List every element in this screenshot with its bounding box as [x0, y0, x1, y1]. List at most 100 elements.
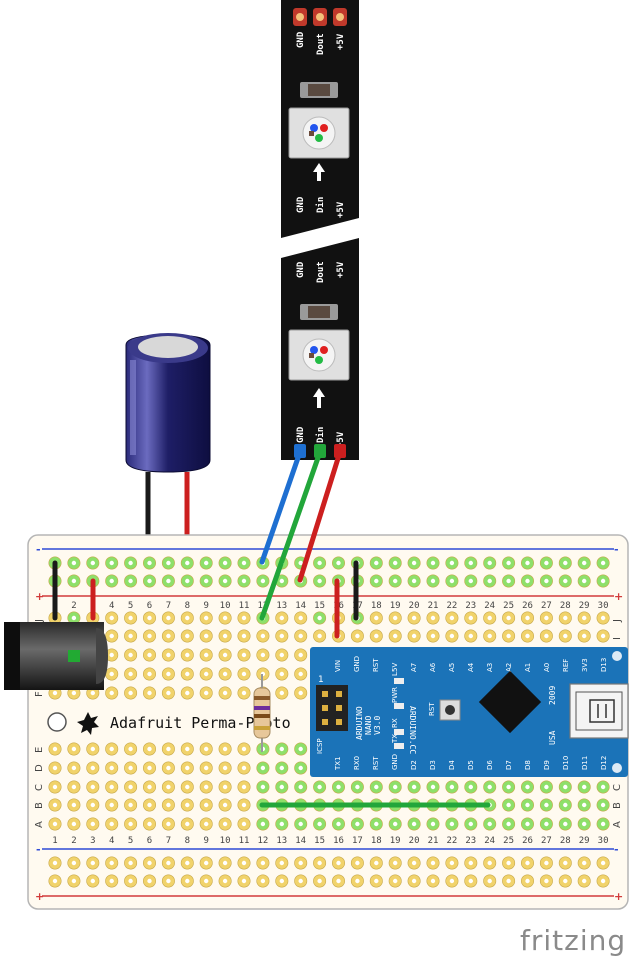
column-label: 29: [579, 836, 590, 846]
strip-top-pads: [293, 8, 347, 26]
rail-minus-left-top: -: [36, 543, 41, 556]
nano-usa: USA: [548, 730, 557, 745]
capacitor-top: [138, 336, 198, 358]
column-label: 12: [257, 836, 268, 846]
nano-title-nano: NANO: [364, 716, 373, 735]
column-label: 18: [371, 601, 382, 611]
column-label: 23: [465, 601, 476, 611]
column-label: 27: [541, 601, 552, 611]
strip-mid-label-gnd: GND: [296, 196, 306, 213]
strip-mid-label-din: Din: [315, 197, 326, 213]
nano-title-version: V3.0: [373, 716, 382, 735]
nano-pin-label: D13: [600, 658, 608, 672]
nano-pin-label: A0: [543, 663, 551, 672]
row-label: C: [34, 784, 45, 791]
column-label: 12: [257, 601, 268, 611]
nano-pin-label: A3: [486, 663, 494, 672]
nano-pin-label: A1: [524, 663, 532, 672]
column-label: 9: [203, 836, 208, 846]
column-label: 7: [166, 836, 171, 846]
column-label: 14: [295, 836, 306, 846]
column-label: 28: [560, 836, 571, 846]
column-label: 2: [71, 601, 76, 611]
led-strip: GND Dout +5V GND Din +5V GND Dout +5V: [281, 0, 359, 460]
nano-pin-label: GND: [391, 754, 399, 770]
rst-button-label: RST: [428, 702, 436, 716]
nano-pin-label: 3V3: [581, 658, 589, 672]
nano-pin-label: VIN: [334, 660, 342, 672]
column-label: 6: [147, 836, 152, 846]
column-label: 13: [276, 601, 287, 611]
column-label: 5: [128, 836, 133, 846]
nano-pin-label: RST: [372, 756, 380, 770]
row-label: E: [34, 747, 45, 753]
column-label: 11: [239, 836, 250, 846]
fritzing-logo: fritzing: [520, 924, 626, 957]
column-label: 20: [409, 836, 420, 846]
row-label: A: [34, 821, 45, 828]
nano-pin-label: A2: [505, 663, 513, 672]
row-label: B: [612, 802, 623, 809]
board-brand: Adafruit Perma-Proto: [110, 714, 291, 732]
nano-pin-label: TX1: [334, 756, 342, 771]
strip-bottom-label-din: Din: [315, 427, 326, 443]
column-label: 8: [185, 836, 190, 846]
row-label: J: [612, 619, 623, 623]
column-label: 6: [147, 601, 152, 611]
icsp-header: [316, 685, 348, 731]
wire-green-data: [259, 449, 323, 621]
column-label: 7: [166, 601, 171, 611]
strip-lower-top-label-gnd: GND: [296, 261, 306, 278]
nano-pin-label: A4: [467, 662, 475, 672]
column-label: 8: [185, 601, 190, 611]
nano-pin-label: D3: [429, 760, 437, 770]
column-label: 27: [541, 836, 552, 846]
row-label: J: [34, 619, 45, 623]
column-label: 19: [390, 836, 401, 846]
column-label: 16: [333, 836, 344, 846]
rgb-led-1: [288, 107, 350, 159]
column-label: 2: [71, 836, 76, 846]
column-label: 24: [484, 836, 495, 846]
nano-pin-label: RST: [372, 658, 380, 672]
resistor: [253, 674, 271, 752]
rgb-led-2: [288, 329, 350, 381]
column-label: 4: [109, 601, 114, 611]
column-label: 18: [371, 836, 382, 846]
column-label: 5: [128, 601, 133, 611]
nano-pin-label: D2: [410, 760, 418, 770]
column-label: 29: [579, 601, 590, 611]
column-label: 24: [484, 601, 495, 611]
column-label: 10: [220, 836, 231, 846]
strip-lower-top-label-5v: +5V: [336, 261, 346, 278]
nano-pin-label: RX0: [353, 756, 361, 770]
column-label: 26: [522, 601, 533, 611]
column-label: 3: [90, 836, 95, 846]
column-label: 15: [314, 836, 325, 846]
nano-leds: [394, 678, 404, 749]
column-label: 9: [203, 601, 208, 611]
nano-pin-label: D7: [505, 760, 513, 770]
nano-pin-label: D10: [562, 756, 570, 770]
column-label: 26: [522, 836, 533, 846]
rail-plus-right-top: +: [614, 590, 623, 603]
mounting-hole: [47, 712, 67, 732]
nano-pin-label: A6: [429, 662, 437, 672]
nano-site: ARDUINO.CC: [408, 706, 417, 754]
wire-blue-gnd: [259, 449, 303, 565]
led-label-l: L: [391, 672, 399, 676]
column-label: 10: [220, 601, 231, 611]
row-label: A: [612, 821, 623, 828]
nano-pin-label: D12: [600, 756, 608, 770]
adafruit-flower-icon: [77, 712, 99, 735]
strip-top-label-5v: +5V: [336, 33, 346, 50]
icsp-label: ICSP: [316, 738, 324, 754]
rail-minus-right-bottom: -: [614, 843, 619, 856]
strip-top-label-gnd: GND: [296, 31, 306, 48]
rail-plus-left-bottom: +: [35, 890, 44, 903]
nano-pin-label: D6: [486, 760, 494, 770]
led-label-pwr: PWR: [391, 687, 399, 703]
column-label: 28: [560, 601, 571, 611]
